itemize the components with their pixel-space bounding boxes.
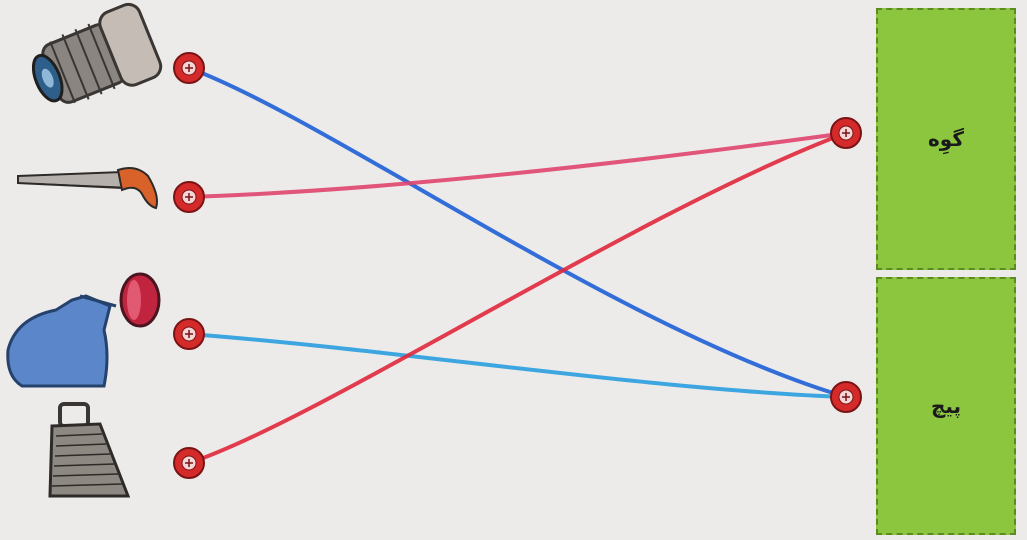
label-box-nut[interactable]: گوِه	[876, 8, 1016, 270]
item-connector-dot[interactable]	[174, 53, 204, 83]
label-text-nut: گوِه	[928, 127, 964, 151]
label-connector-dot[interactable]	[831, 382, 861, 412]
label-text-screw: پیچ	[931, 394, 961, 418]
item-connector-dot[interactable]	[174, 319, 204, 349]
item-connector-dot[interactable]	[174, 448, 204, 478]
label-connector-dot[interactable]	[831, 118, 861, 148]
item-connector-dot[interactable]	[174, 182, 204, 212]
label-box-screw[interactable]: پیچ	[876, 277, 1016, 535]
